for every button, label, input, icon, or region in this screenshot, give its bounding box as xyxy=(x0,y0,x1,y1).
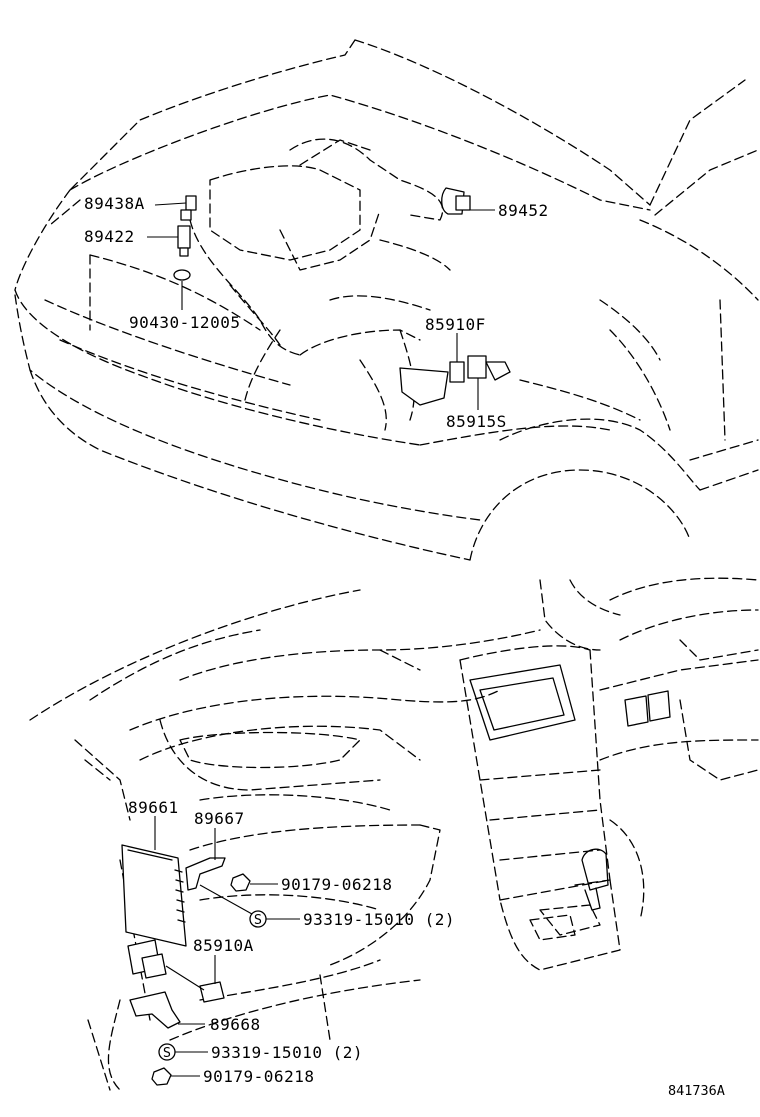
screw-upper-symbol: S xyxy=(254,912,262,928)
label-85910a: 85910A xyxy=(193,936,254,955)
ecu-89661-part xyxy=(121,844,187,947)
relay-85910a-small-part xyxy=(199,981,225,1003)
label-85910f: 85910F xyxy=(425,315,486,334)
engine-bay-outline xyxy=(14,39,759,561)
label-93319-15010-lower: 93319-15010 (2) xyxy=(211,1043,363,1062)
leader-s-upper-conn xyxy=(199,884,253,915)
screw-upper-icon: S xyxy=(249,910,267,928)
sensor-89438a-part xyxy=(180,195,197,221)
leader-85910a-conn xyxy=(165,965,205,991)
label-89661: 89661 xyxy=(128,798,179,817)
label-89438a: 89438A xyxy=(84,194,145,213)
label-89667: 89667 xyxy=(194,809,245,828)
screw-lower-symbol: S xyxy=(163,1045,171,1061)
label-90179-06218-upper: 90179-06218 xyxy=(281,875,392,894)
label-89668: 89668 xyxy=(210,1015,261,1034)
nut-upper-part xyxy=(230,873,251,892)
leader-89438a xyxy=(154,202,187,206)
label-89452: 89452 xyxy=(498,201,549,220)
sensor-89422-part xyxy=(177,225,191,257)
bracket-89668-part xyxy=(129,991,181,1029)
relay-85910f-part xyxy=(449,361,465,383)
screw-lower-icon: S xyxy=(158,1043,176,1061)
relay-85915s-part xyxy=(467,355,511,381)
figure-code: 841736A xyxy=(668,1083,725,1099)
gasket-90430-part xyxy=(173,269,191,281)
nut-lower-part xyxy=(151,1067,172,1086)
label-85915s: 85915S xyxy=(446,412,507,431)
relay-85910a-part xyxy=(127,939,167,979)
relay-bracket xyxy=(399,367,449,406)
label-90179-06218-lower: 90179-06218 xyxy=(203,1067,314,1086)
label-89422: 89422 xyxy=(84,227,135,246)
label-93319-15010-upper: 93319-15010 (2) xyxy=(303,910,455,929)
label-90430-12005: 90430-12005 xyxy=(129,313,240,332)
interior-outline xyxy=(29,577,759,1091)
bracket-89667-part xyxy=(185,857,226,891)
horn-89452-part xyxy=(441,187,471,215)
